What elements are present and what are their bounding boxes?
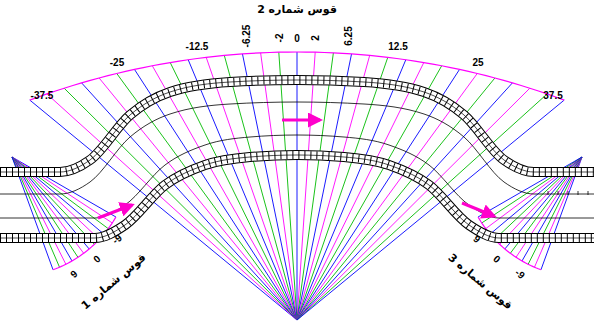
- inner-line: [0, 102, 594, 194]
- arc-line: [478, 217, 541, 270]
- tick: [548, 191, 549, 195]
- angle-value: 0: [91, 253, 102, 265]
- arc-title: قوس شماره 1: [80, 252, 149, 313]
- radial-line: [297, 52, 298, 320]
- inner-line: [0, 135, 594, 218]
- flow-arrows: [98, 120, 494, 218]
- radial-line: [297, 63, 424, 320]
- radial-line: [297, 100, 564, 320]
- angle-value: 37.5: [543, 90, 562, 101]
- radial-line: [297, 57, 388, 320]
- radial-line: [242, 54, 297, 320]
- angle-value: -6.25: [241, 25, 252, 48]
- radial-line: [279, 52, 297, 320]
- brick-joints: [0, 155, 594, 238]
- wall-outline: [0, 155, 594, 238]
- radial-line: [478, 157, 582, 217]
- radial-line: [224, 55, 297, 320]
- wall-fill: [0, 155, 594, 238]
- radial-line: [64, 88, 297, 320]
- radial-line: [12, 157, 112, 223]
- angle-value: 2: [310, 35, 321, 41]
- tick: [558, 191, 559, 195]
- angle-value: 6.25: [343, 26, 354, 45]
- arc-title: قوس شماره 2: [257, 4, 337, 16]
- angle-value: 25: [472, 57, 483, 68]
- channel-walls: [0, 80, 594, 238]
- flow-arrow: [462, 203, 494, 216]
- flow-arrow: [98, 205, 132, 218]
- radial-line: [297, 60, 406, 320]
- angle-value: 9: [471, 233, 482, 245]
- radial-line: [261, 53, 297, 320]
- radial-line: [12, 157, 116, 217]
- angle-value: -25: [110, 57, 124, 68]
- radial-line: [482, 157, 582, 223]
- angle-value: -12.5: [186, 41, 209, 52]
- radial-lines: [12, 52, 582, 320]
- radial-line: [297, 52, 315, 320]
- arc-line: [53, 217, 116, 270]
- radial-line: [297, 53, 333, 320]
- flow-arrow: [282, 119, 320, 122]
- angle-value: 12.5: [388, 41, 407, 52]
- tick: [568, 191, 569, 195]
- radial-line: [297, 88, 530, 320]
- radial-line: [297, 94, 547, 320]
- radial-line: [170, 63, 297, 320]
- angle-value: 0: [491, 253, 502, 265]
- tick: [588, 191, 589, 195]
- radial-line: [30, 100, 297, 320]
- angle-value: 0: [294, 33, 300, 44]
- radial-line: [152, 66, 297, 320]
- angle-value: -2: [274, 34, 285, 43]
- radial-line: [297, 66, 442, 320]
- brick-course: [0, 155, 594, 238]
- angle-value: -37.5: [31, 90, 54, 101]
- arc-title: قوس شماره 3: [446, 252, 515, 313]
- angle-value: 9: [68, 268, 79, 280]
- angle-value: -9: [513, 267, 527, 281]
- radial-line: [188, 60, 297, 320]
- tick: [578, 191, 579, 195]
